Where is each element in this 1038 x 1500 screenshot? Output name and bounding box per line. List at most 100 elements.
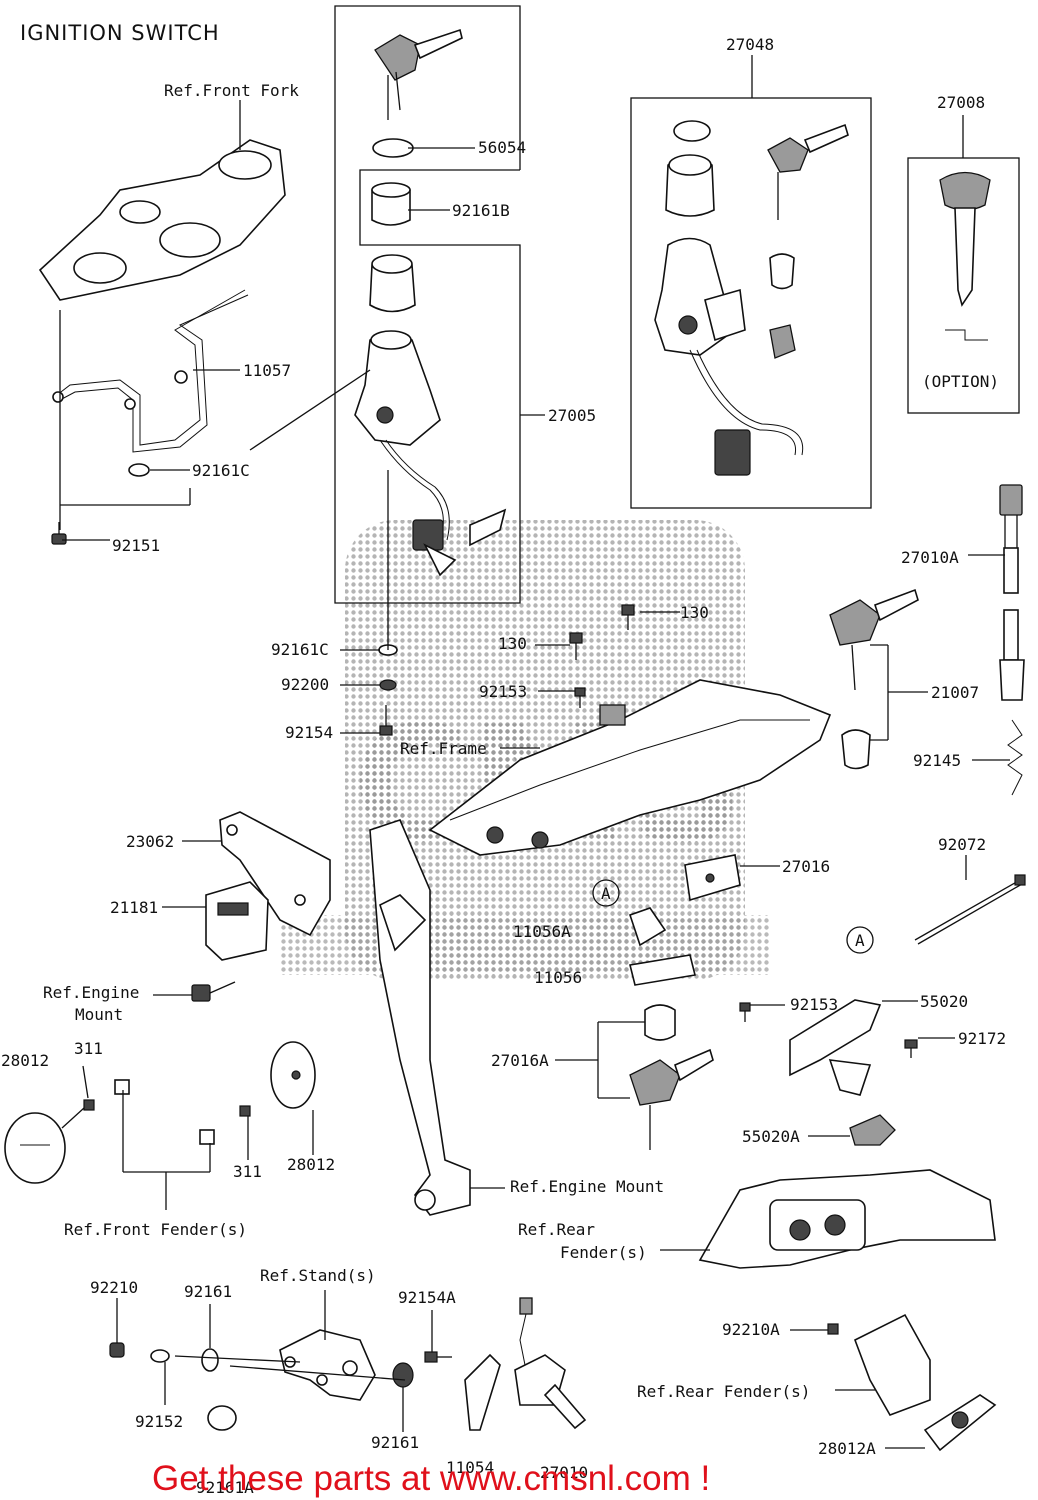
relay-21181	[205, 881, 269, 961]
label-27016a: 27016A	[491, 1051, 549, 1070]
label-28012a: 28012A	[818, 1439, 876, 1458]
label-ref-front-fender: Ref.Front Fender(s)	[64, 1220, 247, 1239]
stud-left	[114, 1079, 130, 1095]
promo-banner[interactable]: Get these parts at www.cmsnl.com !	[152, 1459, 710, 1498]
reference-marker-a-2	[846, 926, 874, 954]
key-56054-set	[374, 28, 463, 120]
reflector-28012-left	[4, 1112, 66, 1184]
nut-311-left	[83, 1099, 95, 1111]
label-ref-engine: Ref.Engine	[43, 983, 139, 1002]
label-ref-rear: Ref.Rear	[518, 1220, 595, 1239]
label-11056a: 11056A	[513, 922, 571, 941]
side-stand-arm	[369, 819, 471, 1216]
stand-switch-27010	[514, 1297, 587, 1430]
harness-bracket-11057	[52, 289, 249, 453]
label-92154: 92154	[285, 723, 333, 742]
label-option: (OPTION)	[922, 372, 999, 391]
label-130-a: 130	[680, 603, 709, 622]
collar-92161-left	[201, 1348, 219, 1372]
leader-lines	[59, 55, 1010, 1449]
label-11057: 11057	[243, 361, 291, 380]
kit-27048-parts	[654, 120, 849, 476]
label-55020: 55020	[920, 992, 968, 1011]
sensor-27010a	[999, 484, 1025, 796]
label-27008: 27008	[937, 93, 985, 112]
cable-tie-92072	[914, 874, 1026, 945]
stand-bracket	[279, 1329, 376, 1401]
reference-marker-a-1	[592, 879, 620, 907]
label-ref-stand: Ref.Stand(s)	[260, 1266, 376, 1285]
screw-92172	[904, 1039, 918, 1058]
collar-92161b	[371, 182, 411, 226]
screw-92153-b	[739, 1002, 751, 1022]
label-27048: 27048	[726, 35, 774, 54]
label-92153-a: 92153	[479, 682, 527, 701]
label-ref-engine-mount-2: Ref.Engine Mount	[510, 1177, 664, 1196]
nut-311-right	[239, 1105, 251, 1117]
label-marker-a-2: A	[855, 931, 865, 950]
label-11056: 11056	[534, 968, 582, 987]
label-ref-front-fork: Ref.Front Fork	[164, 81, 299, 100]
screw-92153-a	[574, 687, 586, 708]
bracket-23062	[219, 811, 331, 937]
reflector-28012a	[923, 1394, 997, 1452]
kit-box-27048	[630, 97, 872, 509]
nut-92210a	[827, 1323, 839, 1335]
page-title: IGNITION SWITCH	[20, 21, 220, 45]
screw-92154	[379, 705, 393, 736]
label-11054: 11054	[446, 1458, 494, 1477]
label-92161b: 92161B	[452, 201, 510, 220]
key-27008	[939, 171, 991, 341]
ignition-switch-27005	[354, 330, 507, 577]
grommet-92200	[379, 679, 397, 691]
switch-arm-11054	[464, 1353, 501, 1431]
label-21181: 21181	[110, 898, 158, 917]
label-mount: Mount	[75, 1005, 123, 1024]
label-92161c-b: 92161C	[271, 640, 329, 659]
screw-92154a	[424, 1351, 452, 1363]
label-92153-b: 92153	[790, 995, 838, 1014]
label-ref-frame: Ref.Frame	[400, 739, 487, 758]
label-92200: 92200	[281, 675, 329, 694]
label-56054: 56054	[478, 138, 526, 157]
reflector-bracket	[853, 1313, 931, 1416]
bolt-engine-mount	[191, 981, 236, 1002]
nut-92210	[109, 1342, 125, 1358]
reflector-28012-right	[270, 1041, 316, 1109]
front-fork-bridge	[38, 139, 286, 301]
bracket-27016	[684, 854, 741, 902]
washer-92161c-left	[128, 463, 150, 477]
label-27010: 27010	[540, 1463, 588, 1482]
label-27010a: 27010A	[901, 548, 959, 567]
label-92172: 92172	[958, 1029, 1006, 1048]
label-21007: 21007	[931, 683, 979, 702]
label-28012-b: 28012	[287, 1155, 335, 1174]
label-55020a: 55020A	[742, 1127, 800, 1146]
cover-27005	[369, 254, 416, 313]
label-92145: 92145	[913, 751, 961, 770]
clip-55020a	[849, 1114, 896, 1146]
washer-92152	[150, 1349, 170, 1363]
label-ref-rear-fender-2: Ref.Rear Fender(s)	[637, 1382, 810, 1401]
label-92151: 92151	[112, 536, 160, 555]
label-130-b: 130	[498, 634, 527, 653]
washer-56054	[372, 138, 414, 158]
label-311-b: 311	[233, 1162, 262, 1181]
label-92161-a: 92161	[184, 1282, 232, 1301]
main-frame	[428, 679, 832, 856]
label-92161c-a: 92161C	[192, 461, 250, 480]
label-92154a: 92154A	[398, 1288, 456, 1307]
label-92161-b: 92161	[371, 1433, 419, 1452]
key-lock-21007	[829, 588, 919, 770]
label-311-a: 311	[74, 1039, 103, 1058]
label-27005: 27005	[548, 406, 596, 425]
bolt-130-a	[621, 604, 635, 630]
brackets-11056	[628, 907, 696, 986]
label-92210a: 92210A	[722, 1320, 780, 1339]
rear-fender	[698, 1169, 996, 1269]
label-27016: 27016	[782, 857, 830, 876]
bracket-55020	[789, 999, 882, 1096]
label-marker-a-1: A	[601, 884, 611, 903]
label-92161a: 92161A	[196, 1478, 254, 1497]
